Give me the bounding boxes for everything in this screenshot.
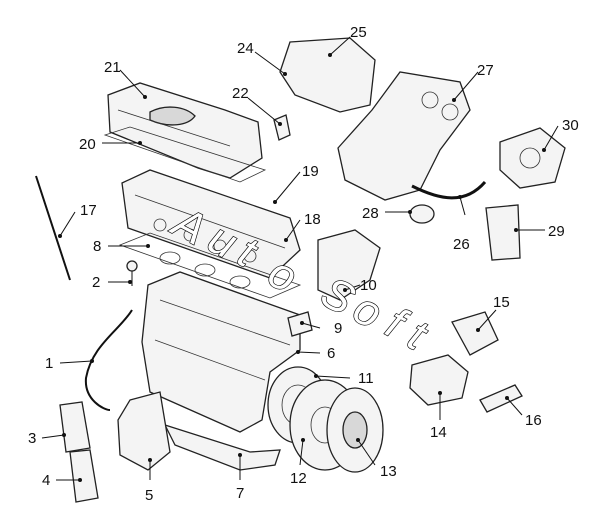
callout-27: 27 <box>477 62 494 79</box>
callout-17: 17 <box>80 202 97 219</box>
starter-motor <box>409 354 469 406</box>
oil-filter-housing <box>117 391 171 471</box>
callout-24: 24 <box>237 40 254 57</box>
clutch-plate <box>326 387 384 473</box>
oil-sump <box>163 423 281 471</box>
drain-plug <box>126 260 138 286</box>
callout-16: 16 <box>525 412 542 429</box>
rocker-cover-gasket <box>103 126 267 183</box>
callout-9: 9 <box>334 320 342 337</box>
callout-30: 30 <box>562 117 579 134</box>
torque-rod <box>479 384 523 413</box>
callout-14: 14 <box>430 424 447 441</box>
callout-7: 7 <box>236 485 244 502</box>
callout-19: 19 <box>302 163 319 180</box>
leader-dots <box>58 53 546 482</box>
leader-lines <box>41 36 559 481</box>
fuel-rail <box>279 37 376 113</box>
callout-22: 22 <box>232 85 249 102</box>
vacuum-hose <box>411 181 487 200</box>
thermostat-housing <box>317 229 381 301</box>
callout-2: 2 <box>92 274 100 291</box>
injector <box>273 114 291 141</box>
callout-21: 21 <box>104 59 121 76</box>
callout-6: 6 <box>327 345 335 362</box>
callout-20: 20 <box>79 136 96 153</box>
oil-filter <box>59 401 99 503</box>
callout-1: 1 <box>45 355 53 372</box>
callout-29: 29 <box>548 223 565 240</box>
watermark-letter: t <box>400 311 435 361</box>
callout-25: 25 <box>350 24 367 41</box>
callout-12: 12 <box>290 470 307 487</box>
cylinder-head <box>121 169 301 279</box>
head-gasket <box>118 232 302 299</box>
mounting-bracket <box>485 204 521 261</box>
intake-manifold <box>337 71 471 201</box>
callout-11: 11 <box>358 370 374 387</box>
rocker-cover <box>107 82 263 179</box>
cylinder-block <box>141 271 301 433</box>
engine-mount <box>451 311 499 356</box>
callout-26: 26 <box>453 236 470 253</box>
callout-18: 18 <box>304 211 321 228</box>
callout-8: 8 <box>93 238 101 255</box>
callout-3: 3 <box>28 430 36 447</box>
callout-10: 10 <box>360 277 377 294</box>
dipstick <box>35 175 133 411</box>
callout-28: 28 <box>362 205 379 222</box>
callout-5: 5 <box>145 487 153 504</box>
callout-13: 13 <box>380 463 397 480</box>
hose-clamp <box>409 204 435 224</box>
throttle-body <box>499 127 566 189</box>
callout-4: 4 <box>42 472 50 489</box>
callout-15: 15 <box>493 294 510 311</box>
water-pump-pipe <box>287 311 313 337</box>
callout-labels: 1 2 3 4 5 6 7 8 9 10 11 12 13 14 15 16 1… <box>28 24 579 504</box>
watermark-letter: o <box>345 284 390 339</box>
